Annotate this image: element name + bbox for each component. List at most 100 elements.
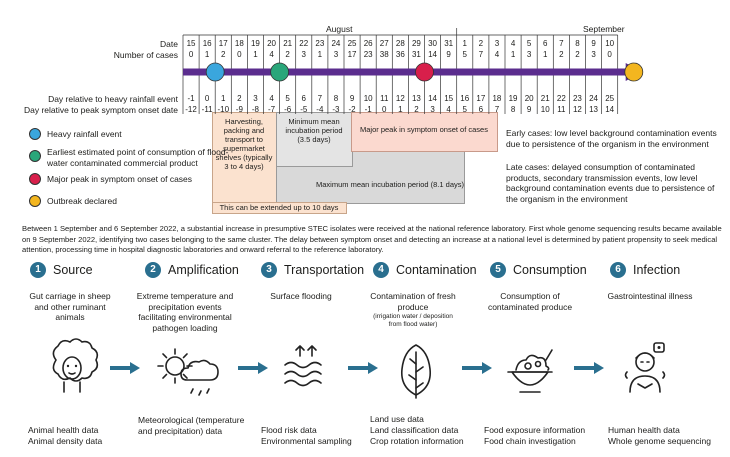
timeline-marker (205, 62, 225, 82)
stage-number: 3 (261, 262, 277, 278)
timeline-date-value: 23 (315, 39, 324, 48)
timeline-cases-value: 2 (575, 50, 580, 59)
timeline-rain-value: 25 (605, 94, 614, 103)
timeline-peak-value: -5 (300, 105, 308, 114)
timeline-cases-value: 7 (479, 50, 484, 59)
timeline-peak-value: -7 (268, 105, 276, 114)
timeline-peak-value: 10 (541, 105, 550, 114)
timeline-cases-value: 5 (463, 50, 468, 59)
late-cases-note: Late cases: delayed consumption of conta… (506, 162, 715, 204)
timeline-date-value: 15 (187, 39, 196, 48)
stage-data-source: Land classification data (370, 425, 459, 435)
timeline-peak-value: -4 (316, 105, 324, 114)
stage-title: Contamination (396, 263, 477, 277)
legend-label: Earliest estimated point of consumption … (47, 147, 229, 168)
timeline-date-value: 6 (543, 39, 548, 48)
timeline-date-value: 25 (348, 39, 357, 48)
timeline-rain-value: 13 (412, 94, 421, 103)
harvest-note: Harvesting, packing and transport to sup… (215, 117, 273, 171)
stage-title: Infection (633, 263, 681, 277)
timeline-peak-value: 7 (495, 105, 500, 114)
timeline-cases-value: 1 (511, 50, 516, 59)
timeline-date-value: 24 (331, 39, 340, 48)
legend-label: Major peak in symptom onset of cases (47, 174, 193, 184)
stage-data-source: Animal health data (28, 425, 99, 435)
timeline-rain-value: 4 (269, 94, 274, 103)
timeline-cases-value: 1 (253, 50, 258, 59)
timeline-peak-value: 12 (573, 105, 582, 114)
extend-box (212, 202, 347, 214)
stage-data-source: Meteorological (temperature and precipit… (138, 415, 245, 436)
timeline-rain-value: 10 (364, 94, 373, 103)
weather-icon (157, 348, 219, 396)
timeline-peak-value: 8 (511, 105, 516, 114)
row-label-cases: Number of cases (113, 50, 178, 60)
timeline-peak-value: -2 (348, 105, 356, 114)
timeline-date-value: 16 (203, 39, 212, 48)
flow-arrow-icon (574, 362, 604, 374)
timeline-date-value: 20 (267, 39, 276, 48)
timeline-peak-value: -6 (284, 105, 292, 114)
timeline-rain-value: -1 (187, 94, 195, 103)
timeline-date-value: 26 (364, 39, 373, 48)
timeline-cases-value: 3 (302, 50, 307, 59)
timeline-cases-value: 0 (189, 50, 194, 59)
legend-label: Heavy rainfall event (47, 129, 122, 139)
sick-person-icon (624, 342, 666, 393)
timeline-rain-value: 9 (350, 94, 355, 103)
timeline-rain-value: 0 (205, 94, 210, 103)
timeline-peak-value: 13 (589, 105, 598, 114)
timeline-cases-value: 3 (591, 50, 596, 59)
stage-title: Source (53, 263, 93, 277)
stage-data-source: Animal density data (28, 436, 103, 446)
timeline-cases-value: 4 (269, 50, 274, 59)
legend-swatch (29, 128, 41, 140)
timeline-rain-value: 19 (509, 94, 518, 103)
timeline-marker (270, 62, 290, 82)
month-label-september: September (583, 24, 625, 34)
stage-data-source: Land use data (370, 414, 424, 424)
timeline-cases-value: 0 (607, 50, 612, 59)
stage-description: Surface flooding (270, 291, 332, 301)
timeline-peak-value: 11 (557, 105, 566, 114)
timeline-cases-value: 2 (221, 50, 226, 59)
timeline-date-value: 22 (299, 39, 308, 48)
timeline-date-value: 31 (444, 39, 453, 48)
legend-swatch (29, 150, 41, 162)
timeline-rain-value: 6 (302, 94, 307, 103)
timeline-cases-value: 1 (318, 50, 323, 59)
timeline-rain-value: 12 (396, 94, 405, 103)
timeline-cases-value: 3 (527, 50, 532, 59)
timeline-rain-value: 5 (285, 94, 290, 103)
stage-note: (irrigation water / deposition from floo… (373, 313, 453, 328)
stage-data-source: Food chain investigation (484, 436, 576, 446)
timeline-cases-value: 31 (412, 50, 421, 59)
stage-title: Transportation (284, 263, 365, 277)
row-label-rel-peak: Day relative to peak symptom onset date (23, 105, 178, 115)
timeline-rain-value: 7 (318, 94, 323, 103)
timeline-peak-value: -9 (236, 105, 244, 114)
max-incubation-note: Maximum mean incubation period (8.1 days… (316, 180, 464, 189)
timeline-peak-value: 14 (605, 105, 614, 114)
timeline-rain-value: 8 (334, 94, 339, 103)
timeline-peak-value: 1 (398, 105, 403, 114)
timeline-rain-value: 23 (573, 94, 582, 103)
timeline-date-value: 29 (412, 39, 421, 48)
timeline-rain-value: 17 (476, 94, 485, 103)
row-label-rel-rain: Day relative to heavy rainfall event (48, 94, 178, 104)
timeline-cases-value: 9 (446, 50, 451, 59)
stage-number: 6 (610, 262, 626, 278)
salad-bowl-icon (507, 349, 553, 393)
stage-title: Consumption (513, 263, 587, 277)
timeline-date-value: 21 (283, 39, 292, 48)
timeline-cases-value: 23 (364, 50, 373, 59)
sheep-icon (52, 338, 99, 393)
timeline-cases-value: 1 (205, 50, 210, 59)
stage-title: Amplification (168, 263, 239, 277)
timeline-marker (624, 62, 644, 82)
timeline-peak-value: -11 (202, 105, 214, 114)
timeline-rain-value: 1 (221, 94, 226, 103)
timeline-peak-value: 4 (446, 105, 451, 114)
outbreak-paragraph: Between 1 September and 6 September 2022… (22, 224, 722, 254)
